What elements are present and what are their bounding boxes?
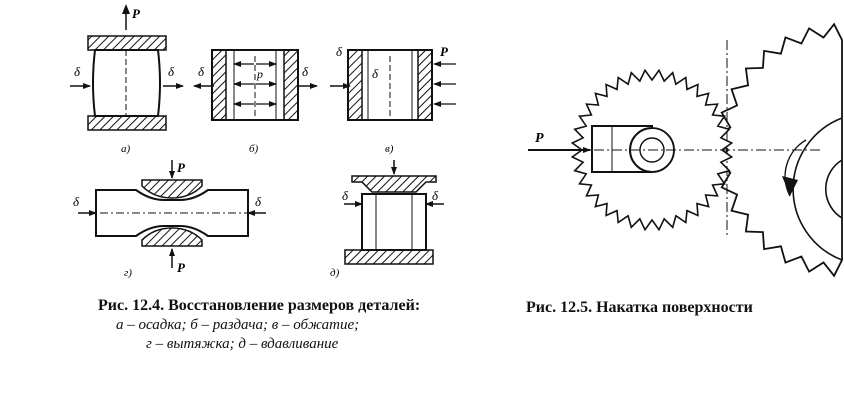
pressure-label: p: [256, 67, 263, 81]
gap-label-center: δ: [372, 66, 379, 81]
diagram-d-indentation: δ δ д): [330, 160, 444, 279]
gap-label-left: δ: [336, 44, 343, 59]
load-label-top: P: [177, 160, 186, 175]
load-label: P: [440, 44, 449, 59]
caption-line-2: г – вытяжка; д – вдавливание: [146, 335, 339, 352]
upper-punch: [351, 175, 437, 193]
diagram-b-expansion: p δ δ б): [193, 49, 318, 155]
gap-label-right: δ: [168, 64, 175, 79]
gap-label-right: δ: [302, 64, 309, 79]
diagram-label-a: а): [121, 143, 131, 155]
lower-die: [344, 249, 434, 265]
gap-label-left: δ: [73, 194, 80, 209]
pressure-arrows: [233, 61, 277, 107]
diagram-label-v: в): [385, 143, 394, 155]
figure-12-4-caption: Рис. 12.4. Восстановление размеров детал…: [98, 296, 498, 354]
rotation-arc: [784, 139, 807, 197]
arrow-head-icon: [122, 4, 130, 14]
right-wall: [417, 49, 433, 121]
gap-label-left: δ: [342, 188, 349, 203]
left-wall: [211, 49, 227, 121]
caption-title: Рис. 12.4. Восстановление размеров детал…: [98, 297, 421, 314]
diagram-knurling: P: [528, 22, 843, 278]
diagram-label-d: д): [330, 267, 340, 279]
lower-die: [87, 115, 167, 131]
gap-label-left: δ: [198, 64, 205, 79]
diagram-v-compression: P δ δ в): [330, 44, 456, 155]
compression-arrows: [433, 61, 456, 107]
caption-line-1: а – осадка; б – раздача; в – обжатие;: [116, 317, 360, 333]
inner-arc: [825, 159, 843, 219]
gap-label-left: δ: [74, 64, 81, 79]
upper-die: [87, 35, 167, 51]
upper-die: [141, 179, 203, 199]
diagram-g-drawing: P P δ δ г): [73, 160, 266, 279]
load-label: P: [132, 6, 141, 21]
diagram-label-b: б): [249, 143, 259, 155]
figure-12-5-caption: Рис. 12.5. Накатка поверхности: [526, 298, 826, 318]
load-label-bottom: P: [177, 260, 186, 275]
gap-label-right: δ: [255, 194, 262, 209]
workpiece: [361, 193, 427, 251]
left-wall: [347, 49, 363, 121]
caption-title: Рис. 12.5. Накатка поверхности: [526, 299, 753, 316]
load-label: P: [535, 131, 544, 146]
gap-label-right: δ: [432, 188, 439, 203]
diagram-label-g: г): [124, 267, 132, 279]
right-wall: [283, 49, 299, 121]
diagram-a-upsetting: P δ δ а): [70, 4, 184, 155]
lower-die: [141, 227, 203, 247]
rotation-arrow-icon: [782, 176, 798, 196]
